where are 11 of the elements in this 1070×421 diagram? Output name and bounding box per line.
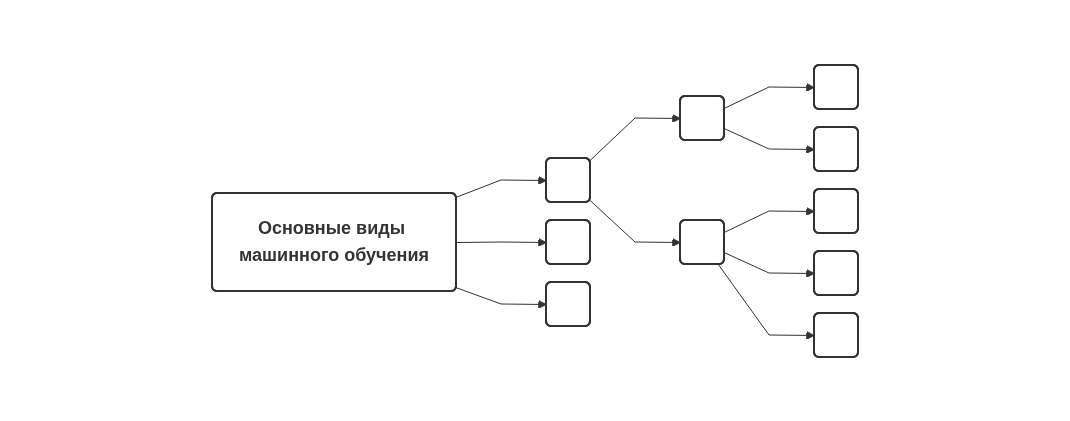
arrow xyxy=(455,286,547,309)
arrow xyxy=(724,82,815,109)
arrow xyxy=(456,237,547,247)
arrow xyxy=(724,251,815,278)
arrow xyxy=(455,175,547,198)
node-text: Основные виды машинного обучения xyxy=(239,217,429,265)
arrow xyxy=(724,127,815,154)
arrow xyxy=(589,199,681,247)
arrow xyxy=(589,113,681,161)
arrow xyxy=(717,263,815,340)
arrow xyxy=(724,206,815,233)
